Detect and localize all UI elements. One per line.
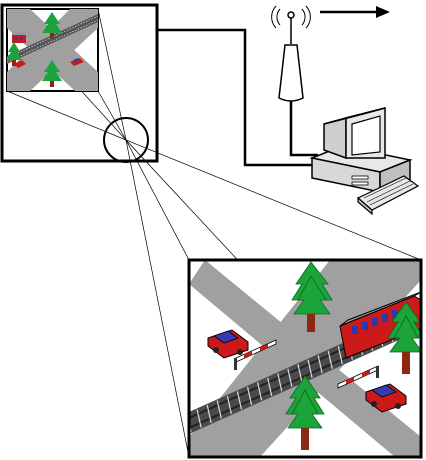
detail-panel [187, 258, 423, 459]
crossing-barrier [337, 365, 379, 389]
arrow-right-icon [320, 6, 390, 18]
overview-inset [6, 8, 99, 92]
railway-tie [246, 386, 253, 405]
antenna-icon [271, 5, 311, 102]
tree-icon [42, 12, 62, 38]
car-icon [365, 383, 407, 413]
overview-panel-frame [0, 3, 159, 163]
railway-tie [226, 395, 232, 415]
tree-icon [42, 60, 62, 87]
magnifier-circle [103, 117, 149, 163]
railway-tie [317, 355, 323, 374]
tree-icon [387, 301, 421, 374]
railway-tie [206, 404, 212, 424]
network-cable [157, 28, 318, 167]
railway-tie [297, 364, 303, 383]
detail-panel-frame [187, 258, 423, 459]
tree-icon [291, 261, 333, 332]
railway-tie [327, 350, 333, 369]
railway-tie [257, 382, 263, 401]
railway-tie [236, 391, 243, 410]
railway-tie [277, 373, 283, 392]
car-icon [207, 329, 249, 359]
railway-tie [196, 409, 202, 428]
tree-icon [285, 375, 325, 450]
keyboard-icon [356, 175, 420, 216]
railway-tie [337, 346, 343, 365]
railway-tie [287, 368, 293, 387]
tree-icon [6, 42, 22, 66]
crossing-barrier [234, 339, 277, 370]
computer-icon [309, 107, 413, 194]
railway-tie [267, 377, 273, 396]
railway-tie [216, 400, 222, 419]
railway-tie [307, 359, 313, 378]
